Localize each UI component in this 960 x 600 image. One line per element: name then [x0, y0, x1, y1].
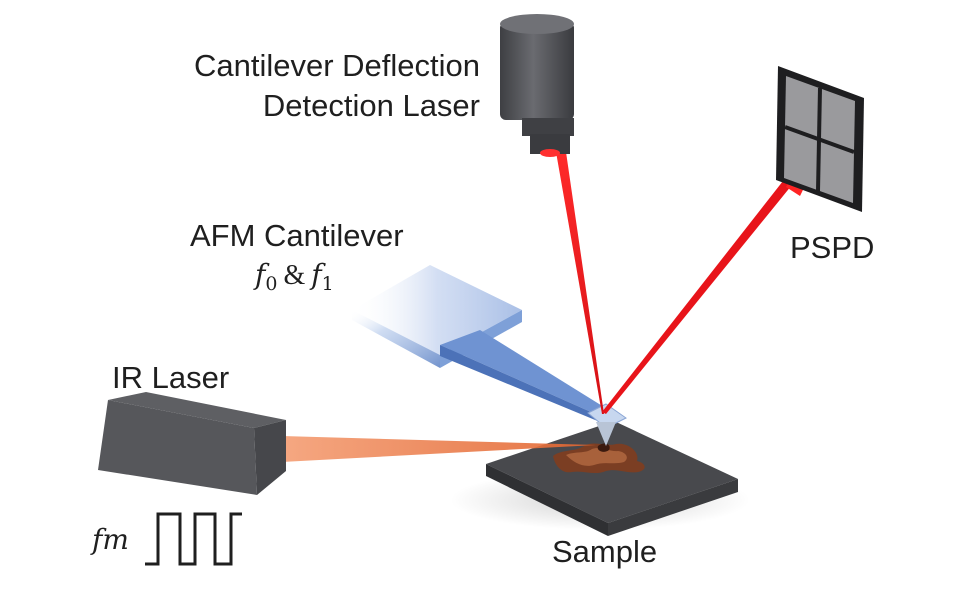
ir-laser-label: IR Laser	[112, 360, 230, 395]
freq-sub0: 0	[265, 273, 278, 295]
detection-laser-label-2: Detection Laser	[262, 88, 480, 123]
ir-laser-device	[98, 392, 286, 495]
modulation-label: fm	[92, 523, 129, 556]
freq-sub1: 1	[321, 273, 334, 295]
afm-cantilever-label: AFM Cantilever	[190, 218, 404, 253]
detection-laser-beam	[556, 152, 604, 414]
ir-beam	[282, 436, 596, 462]
freq-f0-symbol: f	[255, 258, 266, 291]
detection-laser-device	[500, 14, 574, 157]
detection-laser-label-1: Cantilever Deflection	[193, 48, 480, 83]
afm-cantilever	[352, 265, 627, 446]
sample-label: Sample	[552, 534, 658, 569]
cantilever-frequency-label: f0&f1	[255, 258, 334, 295]
sample-plate	[450, 421, 750, 536]
sample-material	[553, 443, 645, 474]
freq-f1-symbol: f	[311, 258, 322, 291]
reflected-laser-beam	[602, 144, 822, 414]
pspd-detector	[776, 66, 864, 212]
modulation-square-wave-icon	[145, 512, 242, 566]
freq-amp: &	[283, 260, 306, 291]
pspd-label: PSPD	[790, 230, 875, 265]
